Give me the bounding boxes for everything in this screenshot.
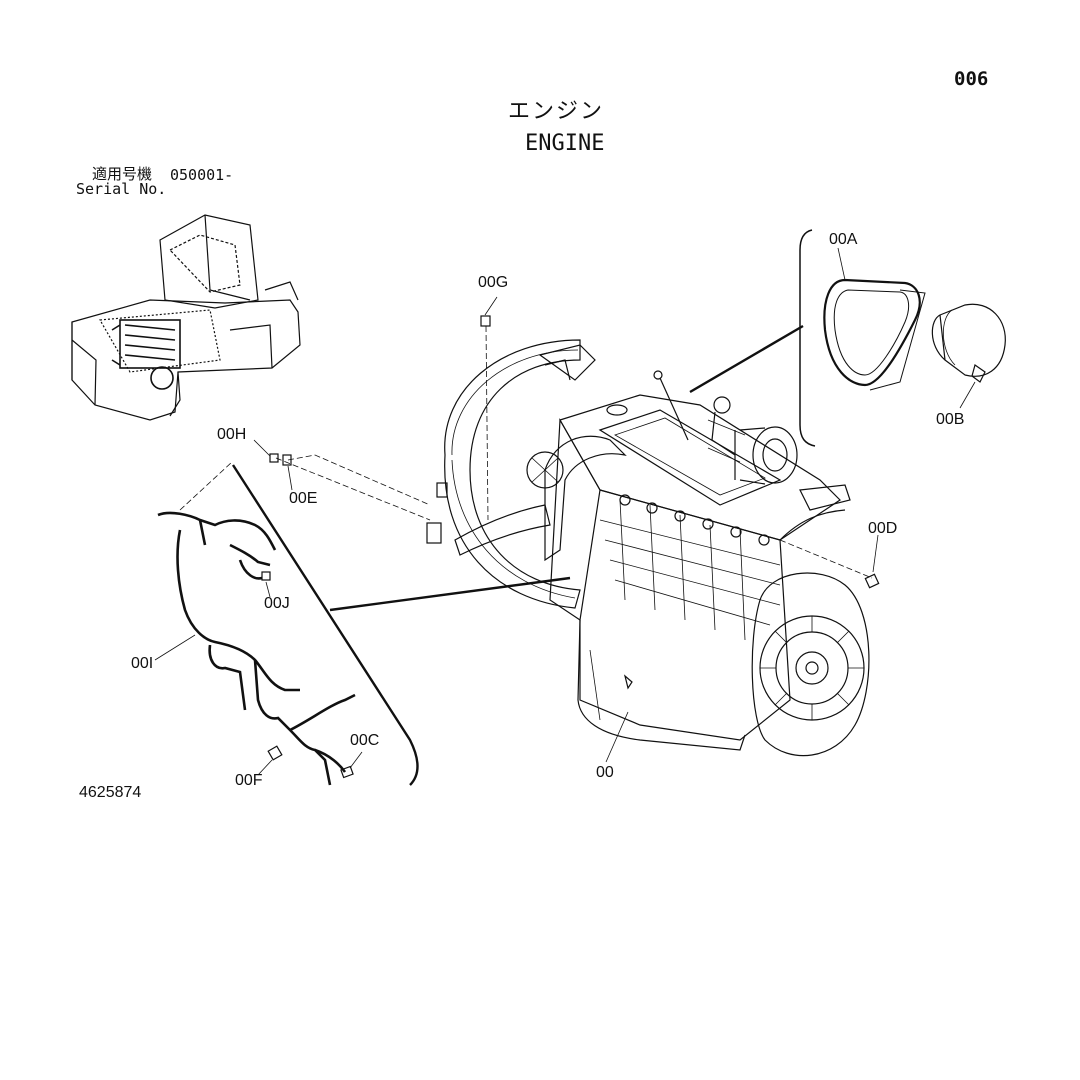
serial-label-english: Serial No. <box>76 180 167 198</box>
callout-00d[interactable]: 00D <box>868 520 898 537</box>
callout-00j[interactable]: 00J <box>264 595 290 612</box>
engine-block <box>454 370 870 757</box>
flywheel-housing <box>751 572 870 757</box>
callout-00[interactable]: 00 <box>596 764 614 781</box>
serial-label-japanese: 適用号機 <box>92 165 153 183</box>
callout-00a[interactable]: 00A <box>829 231 858 248</box>
serial-range: 050001- <box>170 166 234 184</box>
callout-00g[interactable]: 00G <box>478 274 509 291</box>
excavator-thumbnail <box>71 214 301 421</box>
callout-00h[interactable]: 00H <box>217 426 247 443</box>
callout-00e[interactable]: 00E <box>289 490 318 507</box>
page-number: 006 <box>954 68 989 90</box>
drawing-number: 4625874 <box>79 784 142 801</box>
harness-group <box>154 296 880 786</box>
callout-line-00a <box>689 324 804 394</box>
fan-shroud <box>426 339 596 609</box>
callout-00c[interactable]: 00C <box>350 732 380 749</box>
title-english: ENGINE <box>525 131 605 156</box>
callout-00b[interactable]: 00B <box>936 411 965 428</box>
callout-00i[interactable]: 00I <box>131 655 154 672</box>
turbocharger <box>707 396 798 485</box>
belt-sensor-group <box>799 229 1006 447</box>
title-japanese: エンジン <box>508 99 605 124</box>
callout-00f[interactable]: 00F <box>235 772 263 789</box>
